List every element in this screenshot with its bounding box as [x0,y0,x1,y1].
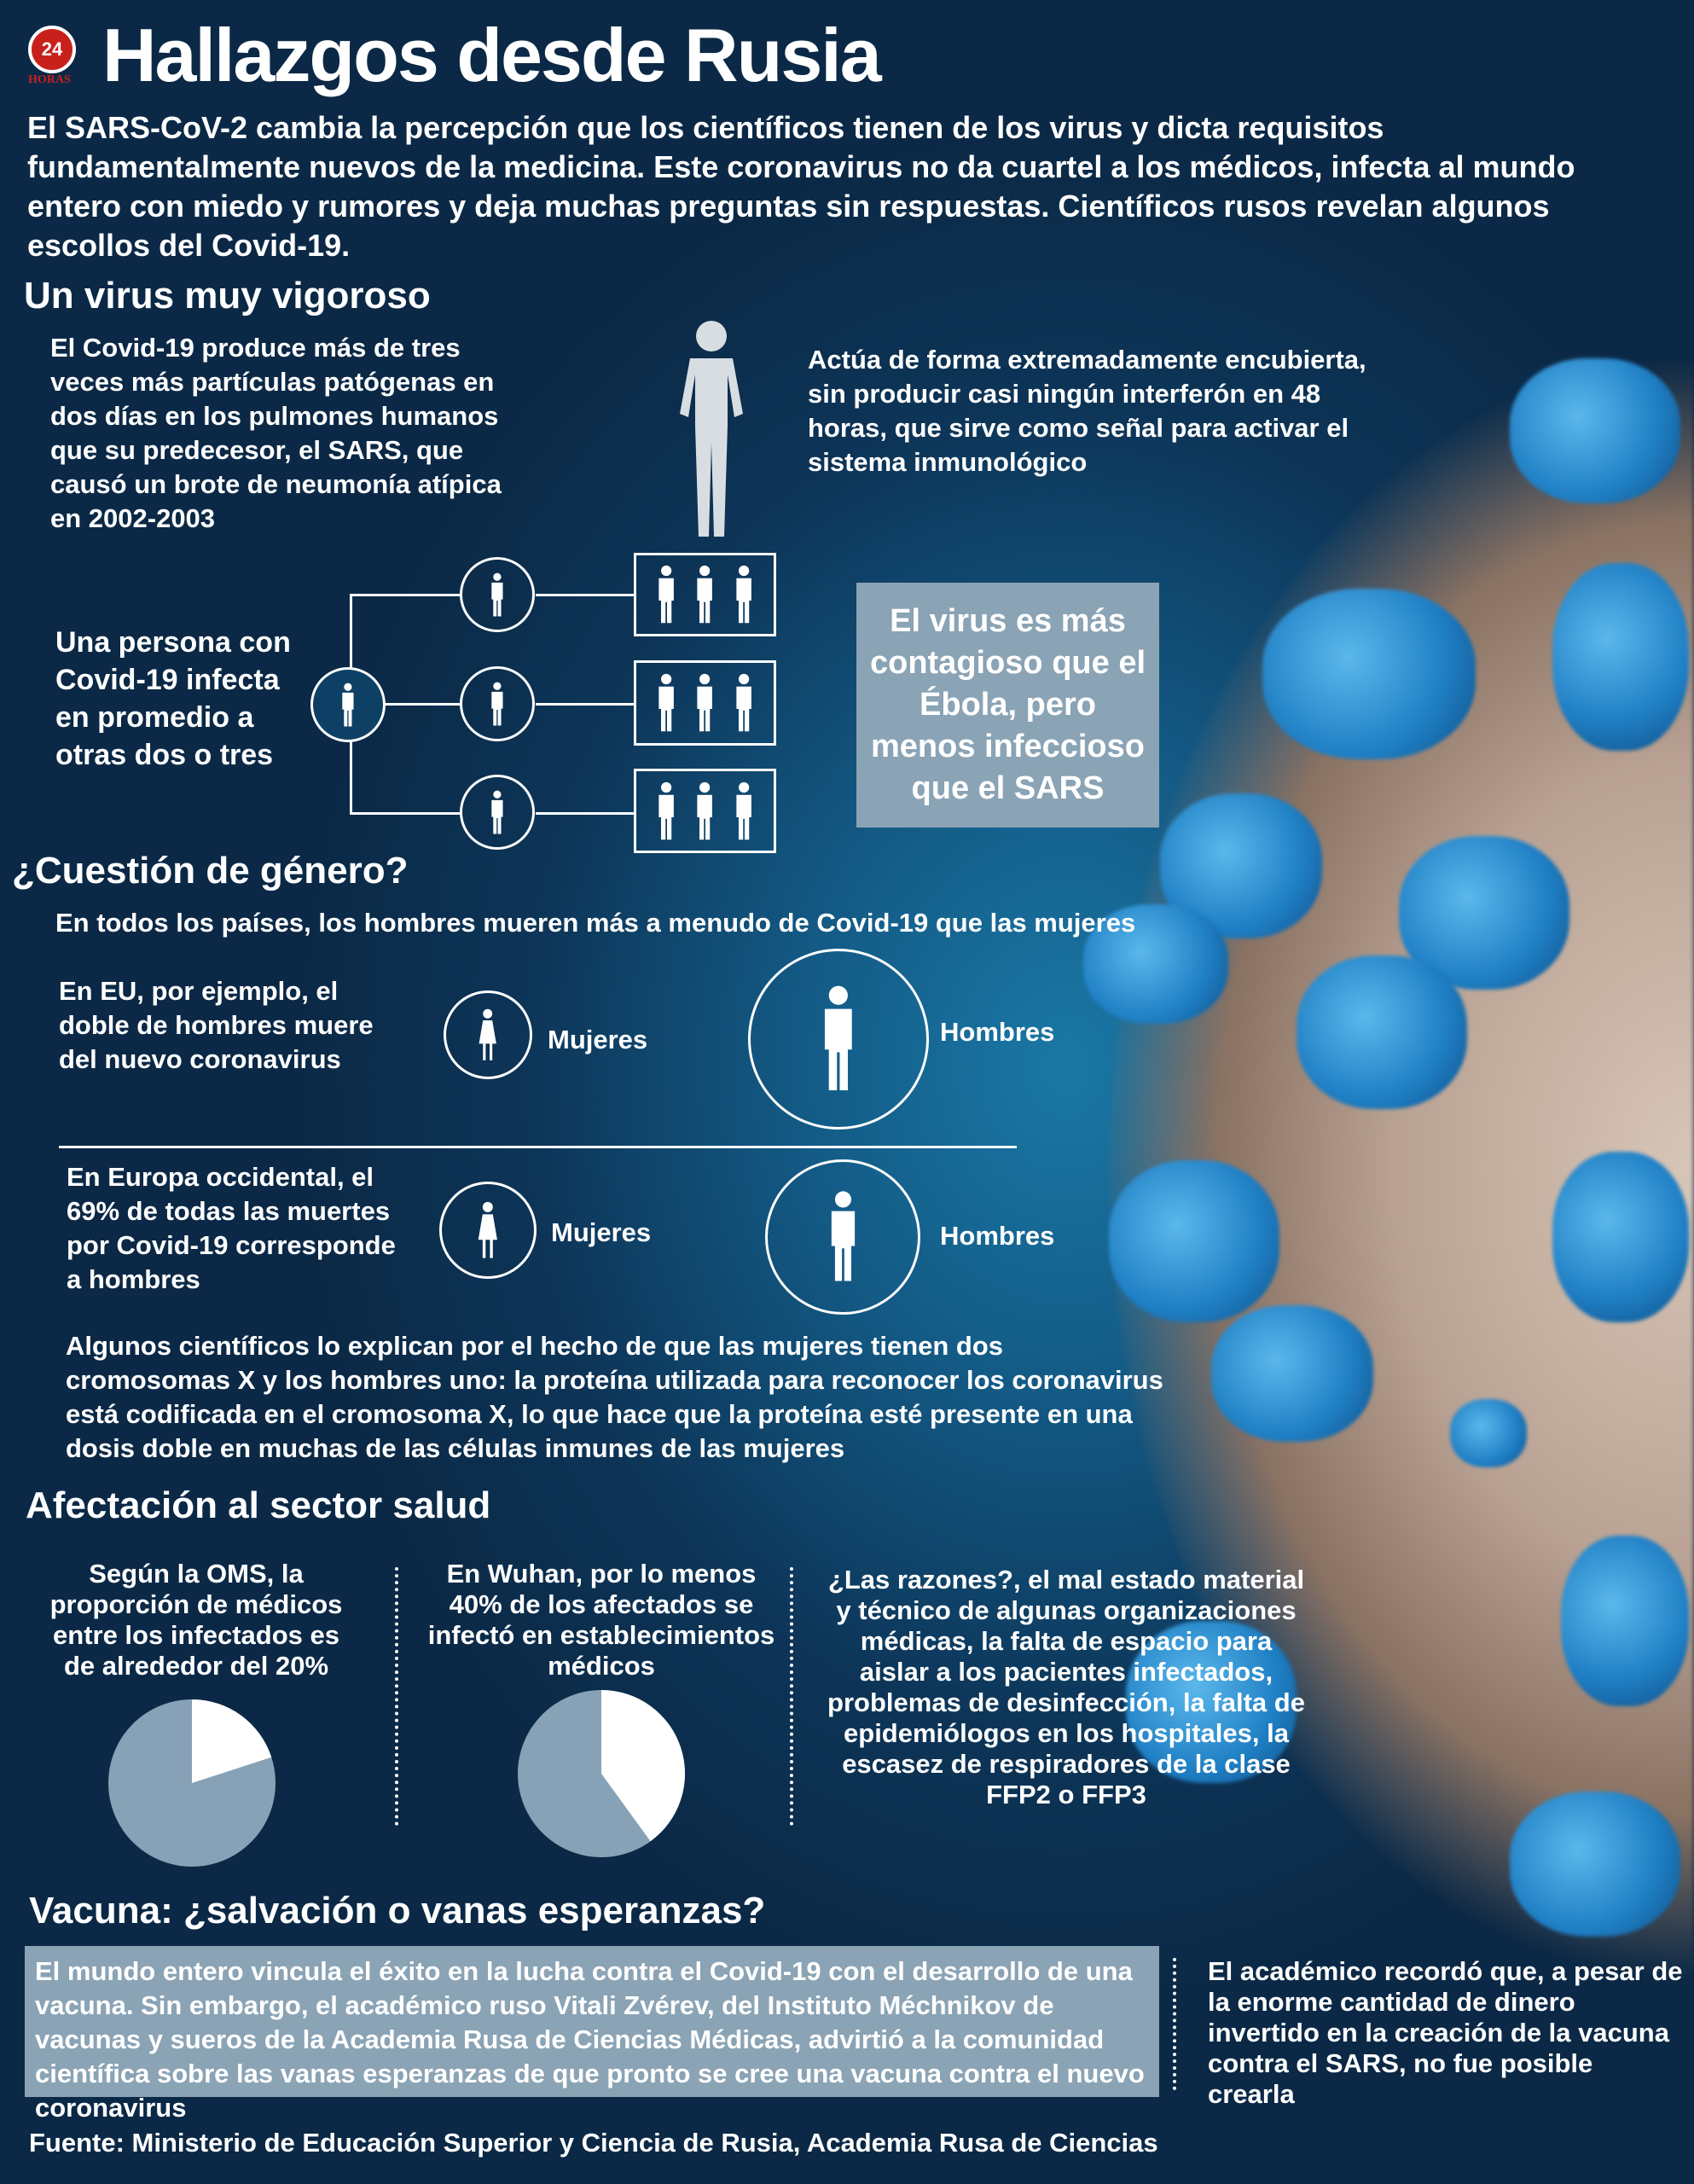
virus-left-text: El Covid-19 produce más de tres veces má… [50,333,502,533]
woman-icon [478,1201,498,1258]
gender-subtitle: En todos los países, los hombres mueren … [55,908,1136,938]
vaccine-right-text: El académico recordó que, a pesar de la … [1208,1956,1683,2109]
source-text: Fuente: Ministerio de Educación Superior… [29,2128,1158,2158]
person-icon [658,673,674,732]
pie-slice-highlight [601,1690,685,1842]
pie-chart-doctors [108,1699,276,1867]
person-icon [491,790,503,834]
column-divider [1173,1958,1176,2090]
person-icon [736,781,751,839]
who-text: Según la OMS, la proporción de médicos e… [49,1559,343,1681]
person-icon [736,673,751,732]
spread-text: Una persona con Covid-19 infecta en prom… [55,626,291,771]
men-circle [748,949,929,1130]
person-circle [460,557,535,632]
section-title-virus: Un virus muy vigoroso [24,275,431,317]
person-icon [736,565,751,624]
person-icon [491,682,503,726]
infected-group [634,660,776,746]
men-label: Hombres [940,1017,1055,1047]
logo-name: HORAS [28,73,71,86]
divider [59,1146,1017,1148]
pie-slice-highlight [192,1699,272,1783]
person-icon [491,572,503,617]
person-circle [460,775,535,850]
women-circle [439,1182,537,1279]
men-circle [765,1159,920,1315]
reasons-text: ¿Las razones?, el mal estado material y … [827,1565,1305,1809]
logo: 24 HORAS [28,26,81,87]
person-icon [342,682,354,727]
explanation-text: Algunos científicos lo explican por el h… [66,1331,1163,1463]
europe-text: En Europa occidental, el 69% de todas la… [67,1162,396,1294]
intro-text: El SARS-CoV-2 cambia la percepción que l… [27,110,1575,263]
page-title: Hallazgos desde Rusia [102,13,882,97]
infected-group [634,553,776,636]
person-circle [460,666,535,741]
woman-icon [479,1008,497,1060]
person-circle-source [310,667,386,742]
women-label: Mujeres [551,1217,652,1247]
section-title-gender: ¿Cuestión de género? [12,850,409,892]
virus-right-text: Actúa de forma extremadamente encubierta… [808,345,1366,477]
vaccine-box-text: El mundo entero vincula el éxito en la l… [35,1956,1145,2123]
pie-chart-wuhan [518,1690,685,1857]
infected-group [634,769,776,853]
column-divider [790,1567,793,1826]
logo-number: 24 [28,26,76,73]
person-icon [697,673,713,732]
column-divider [395,1567,398,1826]
person-icon [658,781,674,839]
section-title-vaccine: Vacuna: ¿salvación o vanas esperanzas? [29,1890,766,1931]
vaccine-box: El mundo entero vincula el éxito en la l… [25,1946,1159,2123]
eu-text: En EU, por ejemplo, el doble de hombres … [59,976,374,1074]
section-title-health: Afectación al sector salud [26,1484,491,1526]
person-icon [658,565,674,624]
women-label: Mujeres [548,1025,648,1054]
wuhan-text: En Wuhan, por lo menos 40% de los afecta… [427,1559,775,1681]
person-icon [697,781,713,839]
men-label: Hombres [940,1221,1055,1251]
human-body-icon [680,321,743,537]
person-icon [831,1191,855,1281]
person-icon [697,565,713,624]
women-circle [444,990,532,1079]
highlight-text: El virus es más contagioso que el Ébola,… [869,603,1146,806]
person-icon [825,986,852,1091]
highlight-box: El virus es más contagioso que el Ébola,… [856,583,1159,828]
